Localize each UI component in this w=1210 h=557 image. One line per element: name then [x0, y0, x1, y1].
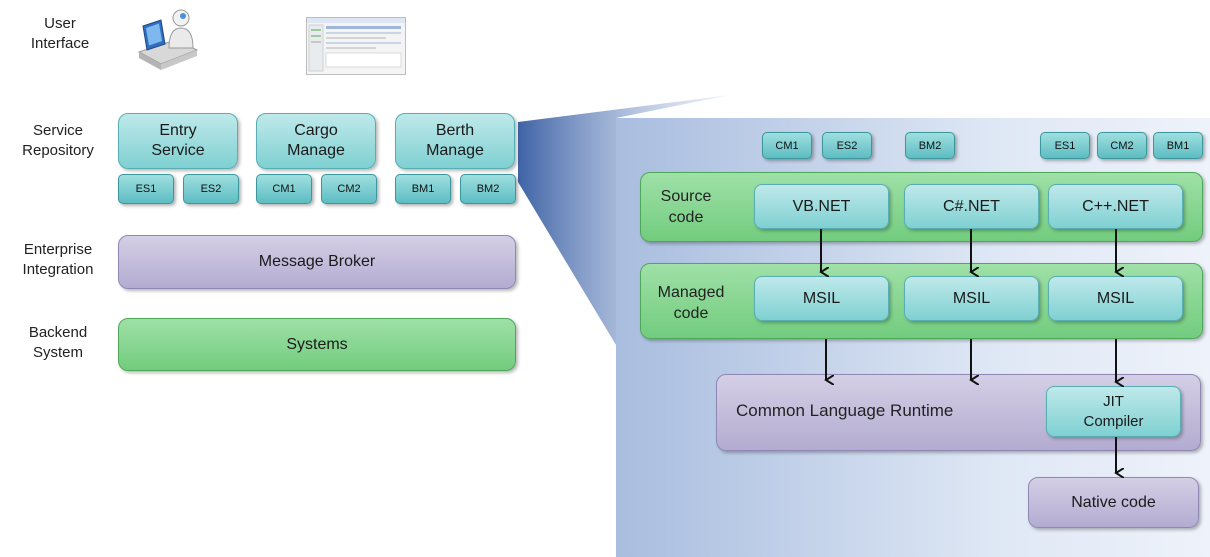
lang-vbnet: VB.NET [754, 184, 889, 229]
user-at-computer-icon [135, 4, 205, 77]
managed-code-label: Managed code [657, 284, 725, 322]
systems-box: Systems [118, 318, 516, 371]
clr-label: Common Language Runtime [736, 401, 954, 420]
flow-arrows [616, 229, 1210, 557]
panel-module-es2: ES2 [822, 132, 872, 159]
jit-compiler-box: JIT Compiler [1046, 386, 1181, 437]
panel-module-cm2: CM2 [1097, 132, 1147, 159]
zoom-fan-shape [518, 95, 730, 345]
dotnet-architecture-panel: CM1 ES2 BM2 ES1 CM2 BM1 Source code VB.N… [616, 118, 1210, 557]
layer-label-user-interface: User Interface [30, 15, 90, 52]
layer-label-backend-system: Backend System [28, 324, 88, 361]
native-code-box: Native code [1028, 477, 1199, 528]
layer-label-service-repository: Service Repository [22, 122, 94, 159]
service-berth-manage: Berth Manage [395, 113, 515, 169]
service-module-es1: ES1 [118, 174, 174, 204]
panel-module-bm2: BM2 [905, 132, 955, 159]
msil-box-2: MSIL [904, 276, 1039, 321]
lang-csharp: C#.NET [904, 184, 1039, 229]
panel-module-bm1: BM1 [1153, 132, 1203, 159]
lang-cpp: C++.NET [1048, 184, 1183, 229]
service-module-es2: ES2 [183, 174, 239, 204]
msil-box-1: MSIL [754, 276, 889, 321]
source-code-label: Source code [660, 188, 712, 226]
message-broker-box: Message Broker [118, 235, 516, 289]
panel-module-es1: ES1 [1040, 132, 1090, 159]
application-window-thumbnail-icon [306, 17, 406, 80]
service-module-cm2: CM2 [321, 174, 377, 204]
service-entry-service: Entry Service [118, 113, 238, 169]
panel-module-cm1: CM1 [762, 132, 812, 159]
service-module-bm2: BM2 [460, 174, 516, 204]
layer-label-enterprise-integration: Enterprise Integration [22, 241, 94, 278]
service-cargo-manage: Cargo Manage [256, 113, 376, 169]
service-module-bm1: BM1 [395, 174, 451, 204]
service-module-cm1: CM1 [256, 174, 312, 204]
